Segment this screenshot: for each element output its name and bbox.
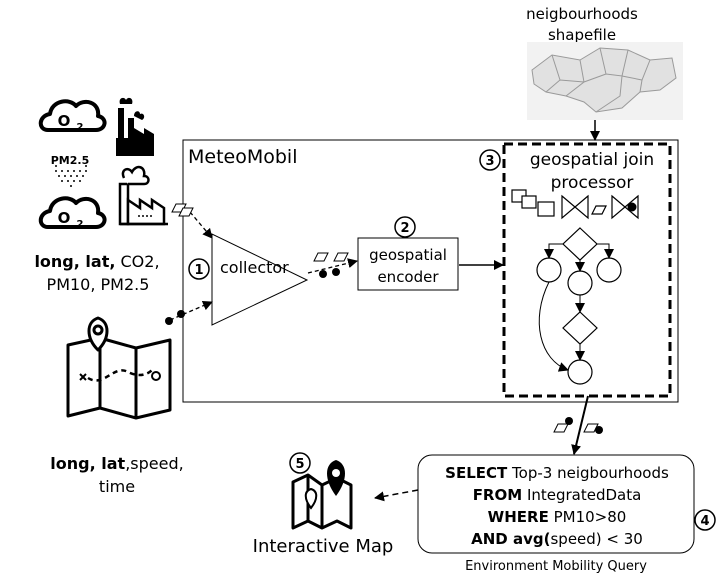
svg-text:O: O	[58, 209, 71, 227]
query-caption: Environment Mobility Query	[465, 559, 647, 574]
join-processor-title-line1: geospatial join	[530, 150, 654, 170]
svg-text:2: 2	[77, 122, 84, 133]
shapefile-map-icon	[527, 42, 683, 120]
shapefile-label-line1: neigbourhoods	[526, 5, 638, 23]
pm25-icon: PM2.5	[51, 154, 90, 187]
svg-text:PM2.5: PM2.5	[51, 154, 90, 167]
step-4-badge	[694, 509, 716, 531]
svg-text:O: O	[58, 112, 71, 130]
mobility-to-collector-arrow	[169, 300, 213, 321]
meteomobil-system-box	[182, 139, 679, 403]
sensor-attributes-line1: long, lat, CO2,	[34, 252, 159, 271]
sensor-attributes-line2: PM10, PM2.5	[47, 275, 150, 294]
query-to-map-arrow	[374, 489, 419, 502]
map-pin-hole	[332, 469, 340, 477]
factory-outline-icon	[118, 165, 168, 226]
map-pin-small-icon	[304, 487, 318, 510]
query-line-and: AND avg(speed) < 30	[471, 530, 643, 548]
join-to-query-arrow	[571, 395, 589, 455]
join-flowchart	[536, 227, 622, 385]
mobility-map-icon	[66, 316, 172, 420]
data-dot-icons	[165, 268, 603, 434]
mobility-attributes-line2: time	[99, 477, 135, 496]
step-5-number: 5	[295, 457, 304, 472]
step-5-badge	[289, 452, 311, 474]
stream-operators-icon	[511, 189, 639, 220]
step-3-badge	[479, 149, 501, 171]
step-4-number: 4	[700, 514, 709, 529]
join-processor-title-line2: processor	[551, 173, 634, 193]
shapefile-label-line2: shapefile	[548, 26, 616, 44]
sensor-to-collector-arrow	[189, 211, 213, 239]
query-line-where: WHERE PM10>80	[488, 508, 627, 526]
collector-shape	[211, 233, 309, 326]
data-token-icons	[171, 203, 599, 433]
step-2-number: 2	[400, 221, 409, 236]
step-3-number: 3	[485, 154, 494, 169]
co2-cloud-icon: O 2	[38, 99, 107, 133]
mobility-attributes-line1: long, lat,speed,	[50, 454, 183, 473]
factory-icon	[116, 97, 154, 156]
system-title: MeteoMobil	[188, 146, 297, 168]
query-box	[417, 454, 695, 554]
collector-label: collector	[220, 258, 289, 277]
co2-cloud-icon-2: O 2	[38, 196, 107, 230]
query-line-from: FROM IntegratedData	[473, 486, 642, 504]
interactive-map-label: Interactive Map	[253, 536, 394, 557]
map-pin-icon	[327, 460, 345, 496]
svg-text:2: 2	[77, 219, 84, 230]
query-line-select: SELECT Top-3 neigbourhoods	[445, 464, 669, 482]
collector-to-encoder-arrow	[307, 258, 358, 274]
step-1-badge	[188, 258, 210, 280]
geospatial-encoder-box	[357, 237, 459, 291]
operator-dot-icon	[627, 202, 637, 212]
step-1-number: 1	[194, 263, 203, 278]
encoder-label-line2: encoder	[377, 268, 439, 286]
step-2-badge	[394, 216, 416, 238]
encoder-label-line1: geospatial	[369, 246, 447, 264]
